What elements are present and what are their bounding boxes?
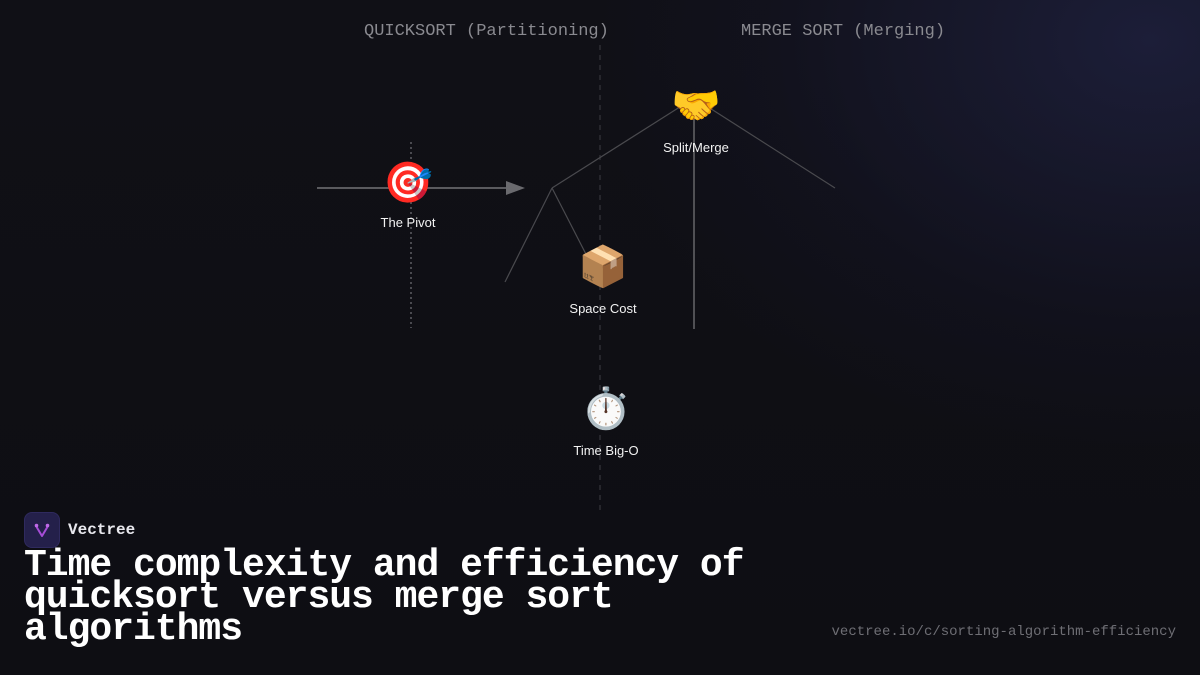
node-time-big-o: ⏱️ Time Big-O	[573, 387, 638, 458]
node-label: Space Cost	[569, 301, 637, 316]
node-label: Time Big-O	[573, 443, 639, 458]
page-url: vectree.io/c/sorting-algorithm-efficienc…	[831, 624, 1176, 640]
mergesort-column-title: MERGE SORT (Merging)	[741, 22, 946, 41]
page-title: Time complexity and efficiency of quicks…	[24, 544, 745, 651]
brand: Vectree	[24, 512, 135, 548]
node-space-cost: 📦 Space Cost	[569, 245, 636, 316]
stopwatch-icon: ⏱️	[581, 387, 631, 431]
target-icon: 🎯	[383, 161, 433, 205]
node-split-merge: 🤝 Split/Merge	[663, 84, 729, 155]
quicksort-column-title: QUICKSORT (Partitioning)	[364, 22, 609, 41]
node-pivot: 🎯 The Pivot	[381, 161, 436, 230]
node-label: Split/Merge	[663, 140, 729, 155]
handshake-icon: 🤝	[671, 84, 721, 128]
vectree-logo-icon	[24, 512, 60, 548]
node-label: The Pivot	[380, 215, 436, 230]
arrow-head-icon	[506, 181, 525, 195]
package-icon: 📦	[578, 245, 628, 289]
brand-name: Vectree	[68, 521, 136, 539]
